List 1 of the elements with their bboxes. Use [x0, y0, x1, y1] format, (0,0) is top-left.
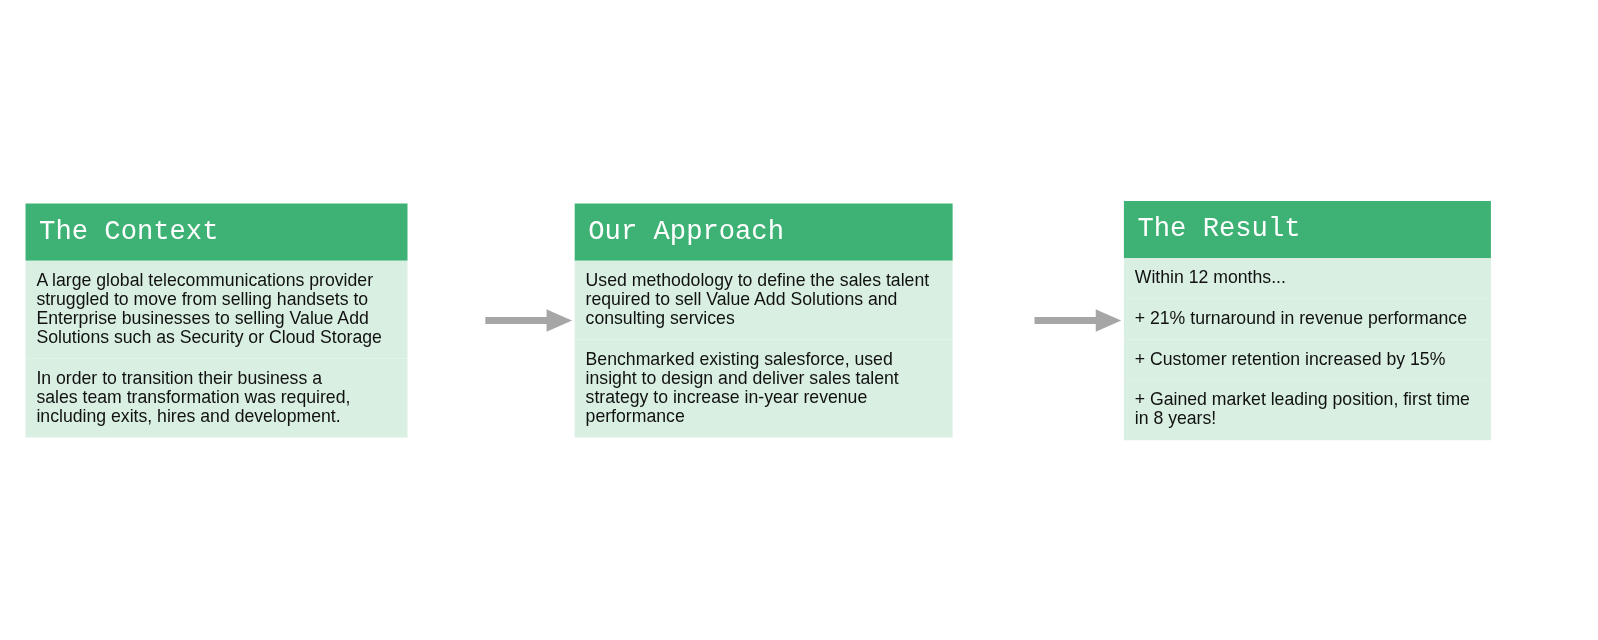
arrow [1034, 308, 1122, 332]
